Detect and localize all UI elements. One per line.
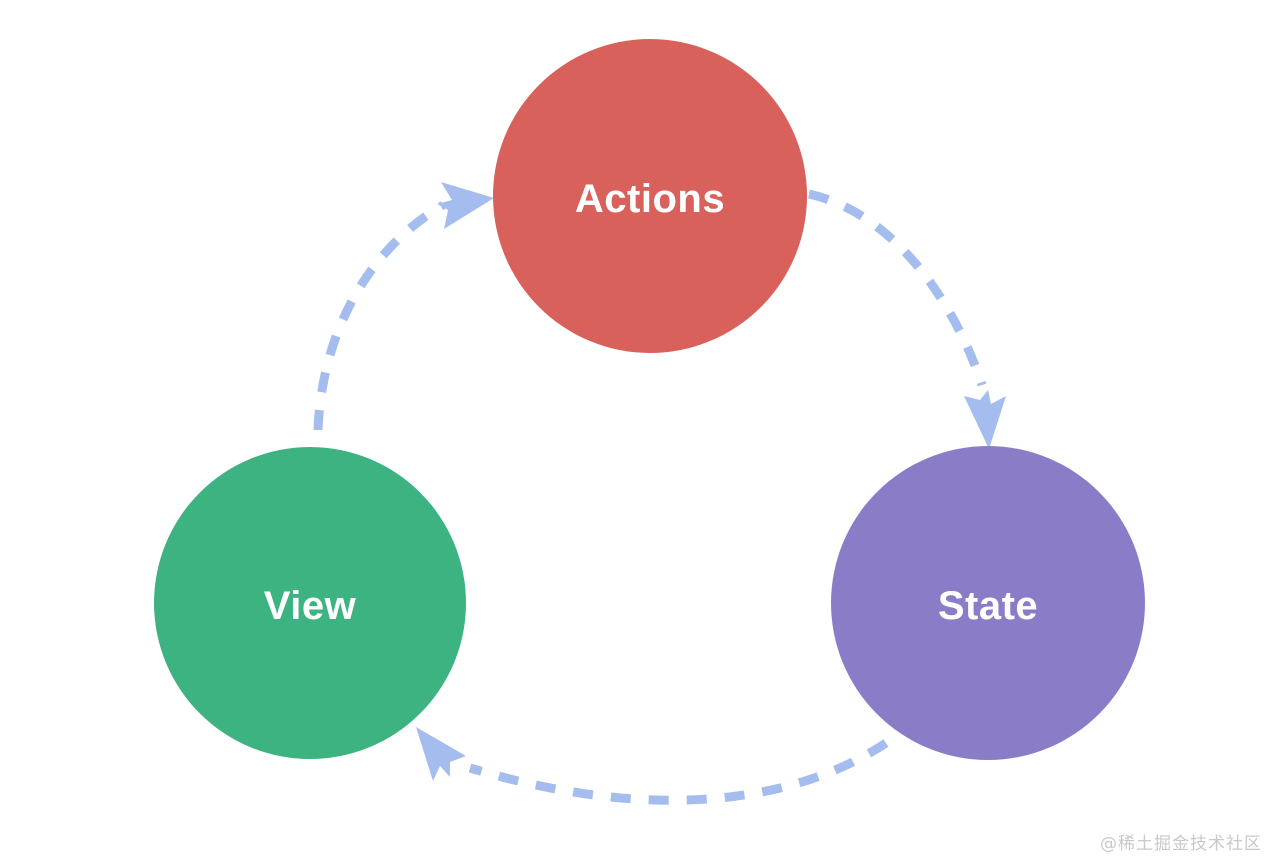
edge-actions-to-state: [808, 189, 1006, 449]
node-state-circle[interactable]: [831, 446, 1145, 760]
edge-view-to-actions-arrowhead: [437, 182, 494, 229]
node-view-label: View: [264, 584, 357, 628]
node-actions[interactable]: Actions: [493, 39, 807, 353]
node-view[interactable]: View: [154, 447, 466, 759]
watermark-text: @稀土掘金技术社区: [1100, 834, 1262, 854]
node-state-label: State: [938, 584, 1038, 628]
node-state[interactable]: State: [831, 446, 1145, 760]
node-view-circle[interactable]: [154, 447, 466, 759]
edge-actions-to-state-path: [808, 189, 987, 387]
edge-state-to-view-path: [468, 739, 889, 805]
edge-actions-to-state-arrowhead: [964, 390, 1006, 449]
edge-view-to-actions: [313, 182, 494, 431]
node-actions-circle[interactable]: [493, 39, 807, 353]
edge-view-to-actions-path: [313, 201, 446, 431]
node-actions-label: Actions: [575, 177, 725, 221]
edge-state-to-view: [416, 727, 889, 805]
edge-state-to-view-arrowhead: [416, 727, 466, 781]
